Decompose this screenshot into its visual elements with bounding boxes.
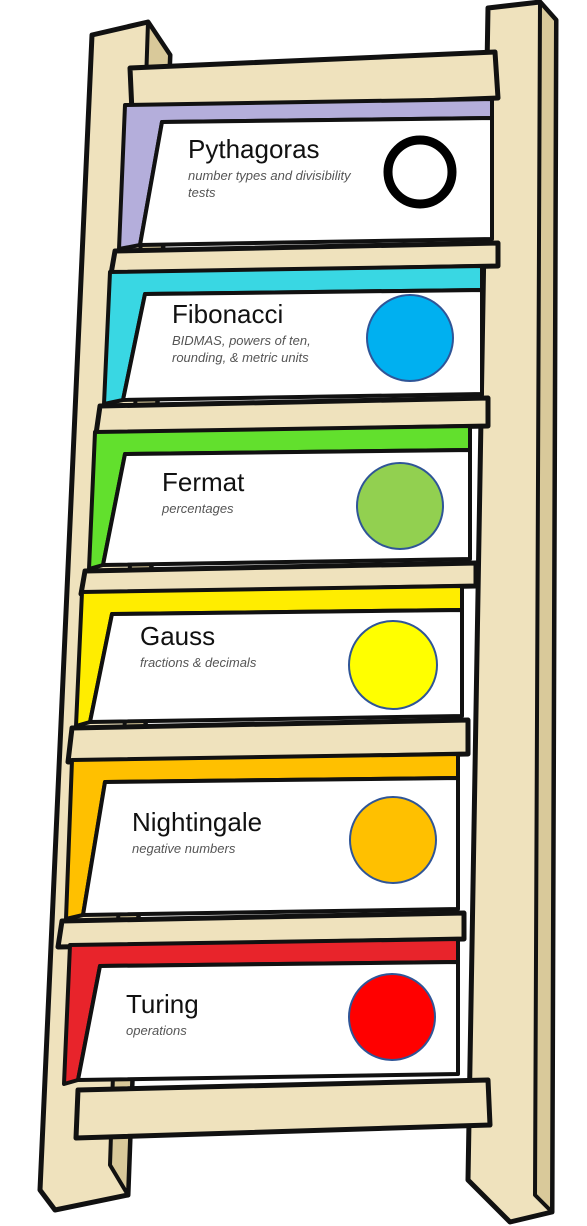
level-name: Gauss — [140, 622, 345, 651]
level-label: Fermat percentages — [162, 468, 353, 517]
level-topic: number types and divisibility tests — [188, 167, 380, 202]
level-status-dot — [357, 463, 443, 549]
level-status-dot — [349, 621, 437, 709]
level-topic: BIDMAS, powers of ten, rounding, & metri… — [172, 332, 363, 367]
level-name: Nightingale — [132, 808, 346, 837]
level-topic: percentages — [162, 500, 353, 518]
level-label: Gauss fractions & decimals — [140, 622, 345, 671]
level-status-dot — [388, 140, 452, 204]
level-name: Pythagoras — [188, 135, 380, 164]
ladder-right-rail-edge — [535, 2, 556, 1212]
level-topic: negative numbers — [132, 840, 346, 858]
ladder-bottom-rung — [76, 1080, 490, 1138]
level-status-dot — [350, 797, 436, 883]
level-name: Turing — [126, 990, 345, 1019]
level-label: Turing operations — [126, 990, 345, 1039]
level-name: Fermat — [162, 468, 353, 497]
level-name: Fibonacci — [172, 300, 363, 329]
level-topic: fractions & decimals — [140, 654, 345, 672]
level-status-dot — [367, 295, 453, 381]
level-topic: operations — [126, 1022, 345, 1040]
level-label: Pythagoras number types and divisibility … — [188, 135, 380, 202]
level-label: Nightingale negative numbers — [132, 808, 346, 857]
level-status-dot — [349, 974, 435, 1060]
